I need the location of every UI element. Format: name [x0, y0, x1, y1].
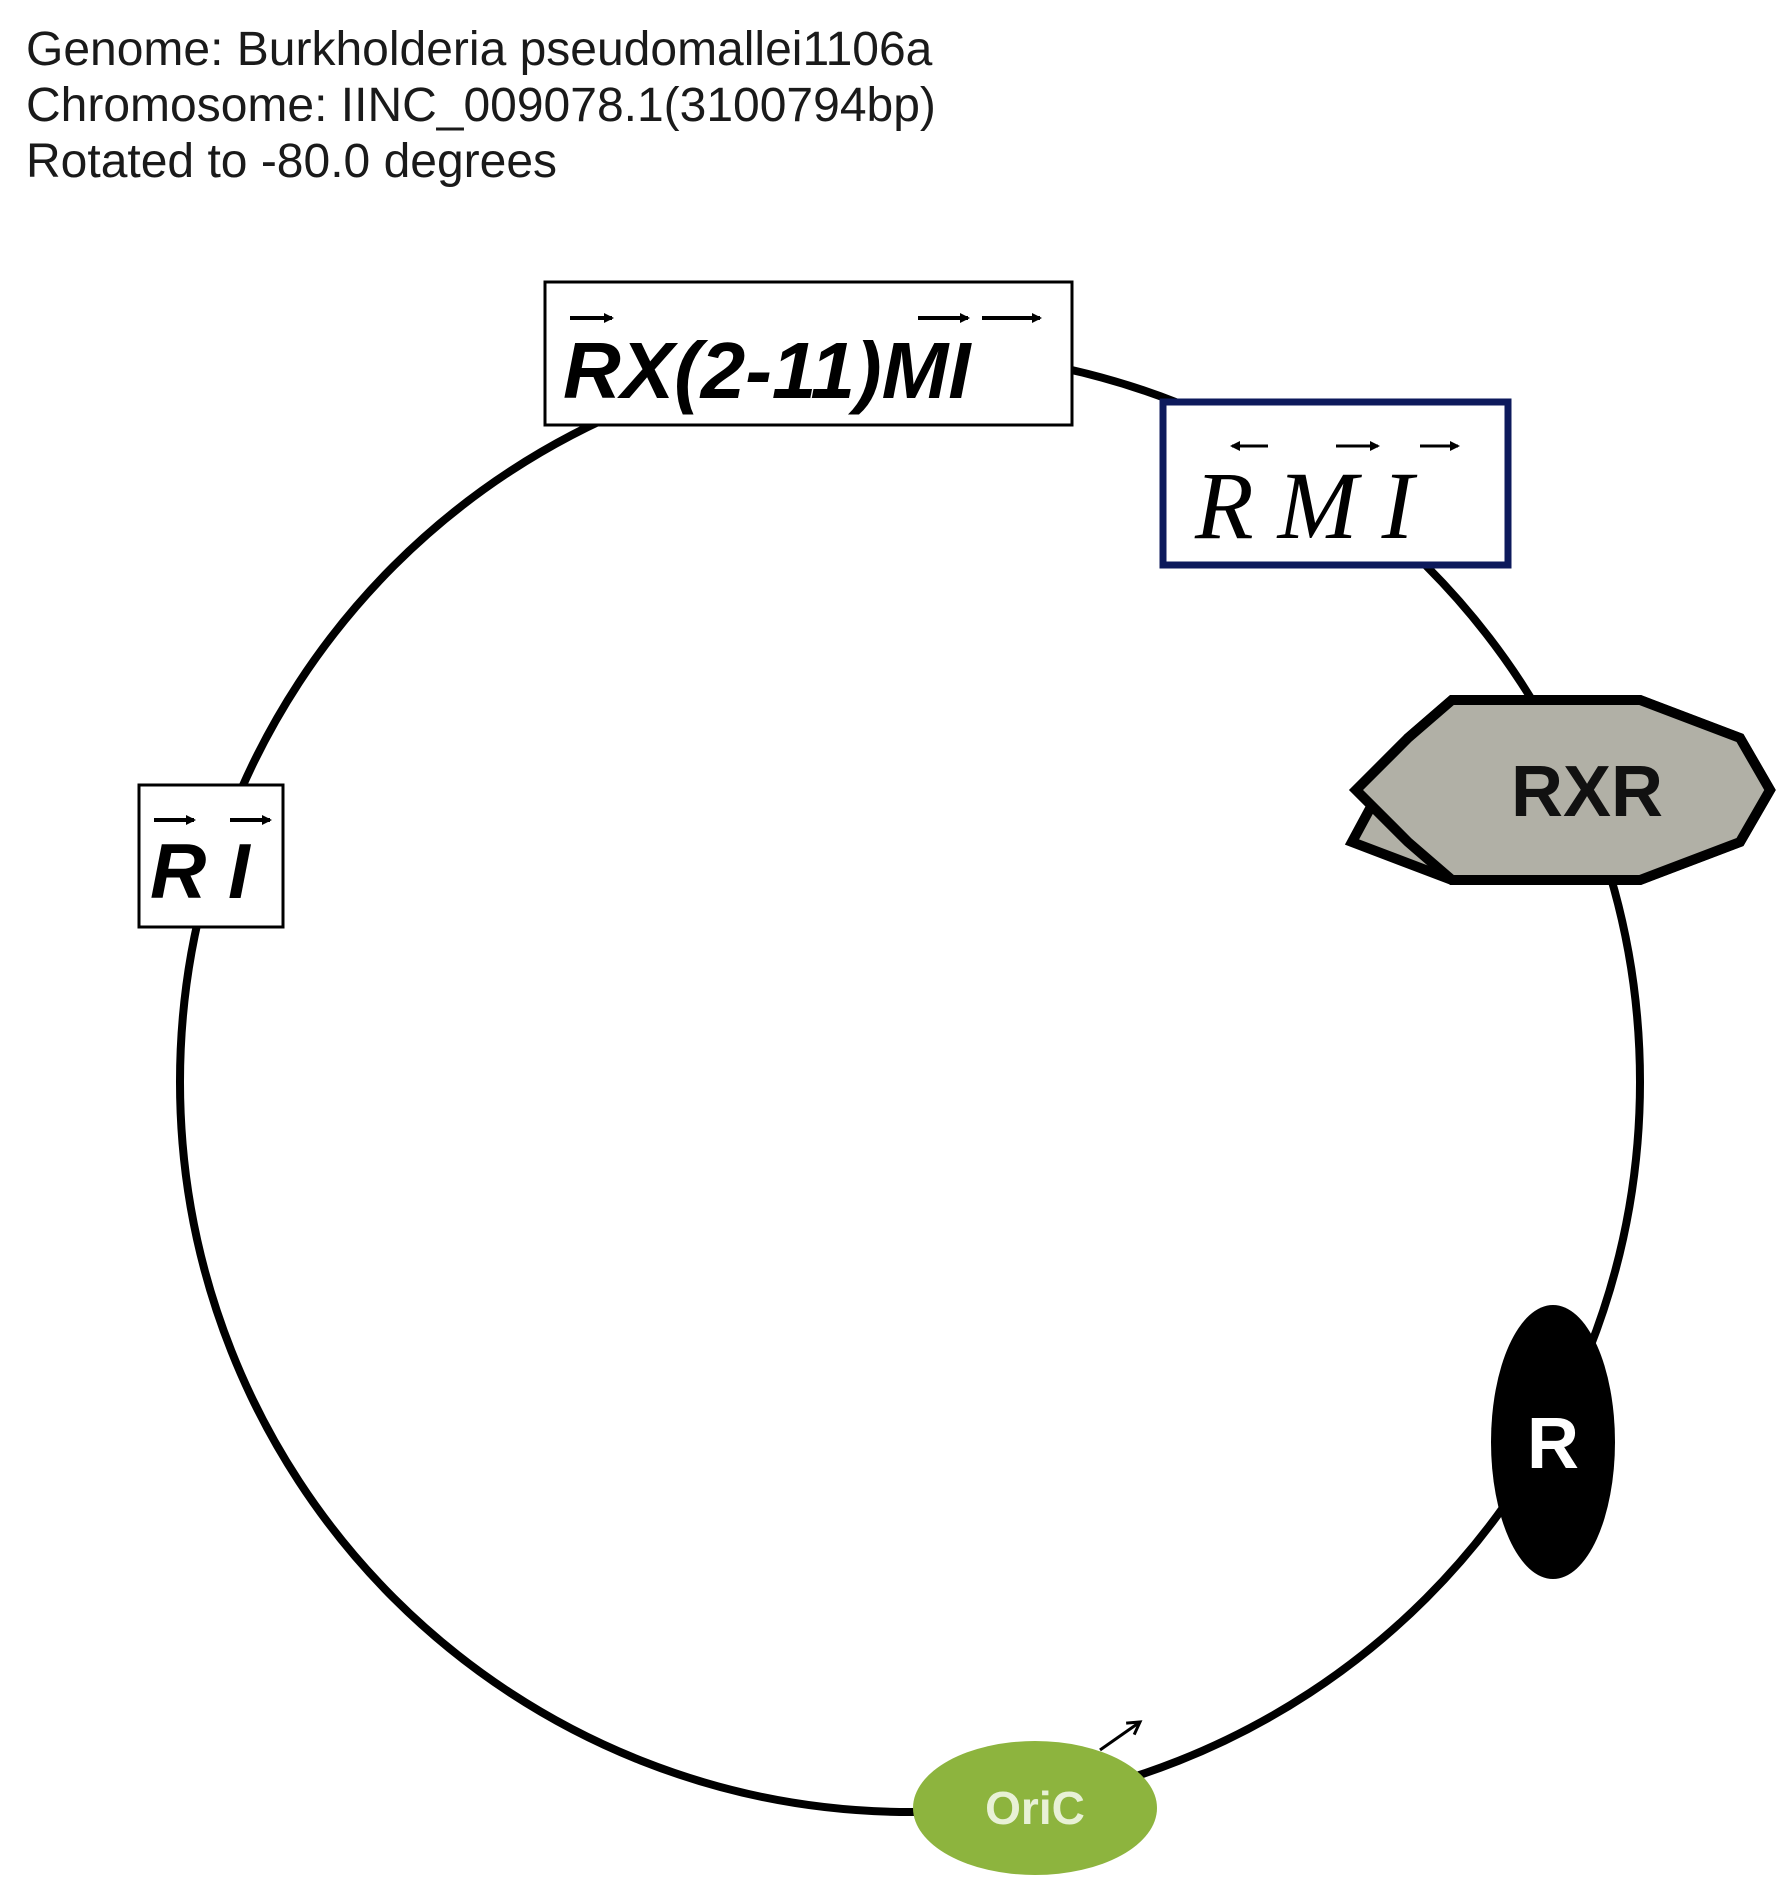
svg-text:RX(2-11)MI: RX(2-11)MI: [563, 326, 972, 415]
svg-text:R M I: R M I: [1194, 452, 1418, 559]
rmi-feature: R M I: [1159, 398, 1512, 569]
rx-2-11-mi-feature: RX(2-11)MI: [543, 280, 1074, 427]
rxr-feature: RXR: [1344, 695, 1776, 885]
rx-letter-m: M: [882, 326, 951, 415]
genome-line: Genome: Burkholderia pseudomallei1106a: [26, 23, 933, 76]
arrow-right-icon: [1099, 1720, 1143, 1752]
ri-letter-r: R: [150, 827, 206, 915]
rxr-label: RXR: [1511, 752, 1663, 832]
ri-letter-i: I: [228, 827, 251, 915]
r-ellipse: [1491, 1305, 1615, 1579]
r-label: R: [1527, 1404, 1579, 1484]
rmi-letter-m: M: [1276, 452, 1363, 559]
rx-letter-i: I: [948, 326, 972, 415]
chromosome-line: Chromosome: IINC_009078.1(3100794bp): [26, 79, 936, 132]
header-info: Genome: Burkholderia pseudomallei1106a C…: [26, 22, 936, 190]
oric-ellipse: [913, 1741, 1157, 1875]
rotation-line: Rotated to -80.0 degrees: [26, 135, 558, 188]
rx-letter-x-range: X(2-11): [617, 326, 882, 415]
oric-feature: OriC: [913, 1720, 1157, 1875]
rmi-box: [1159, 398, 1512, 569]
ri-feature: R I: [137, 783, 285, 929]
rmi-letter-i: I: [1381, 452, 1418, 559]
svg-text:R I: R I: [150, 827, 251, 915]
rmi-letter-r: R: [1194, 452, 1254, 559]
oric-label: OriC: [985, 1782, 1085, 1834]
r-feature: R: [1491, 1305, 1615, 1579]
rx-2-11-mi-box: [543, 280, 1074, 427]
ri-box: [137, 783, 285, 929]
rx-letter-r: R: [563, 326, 621, 415]
chromosome-circle: [176, 348, 1644, 1816]
